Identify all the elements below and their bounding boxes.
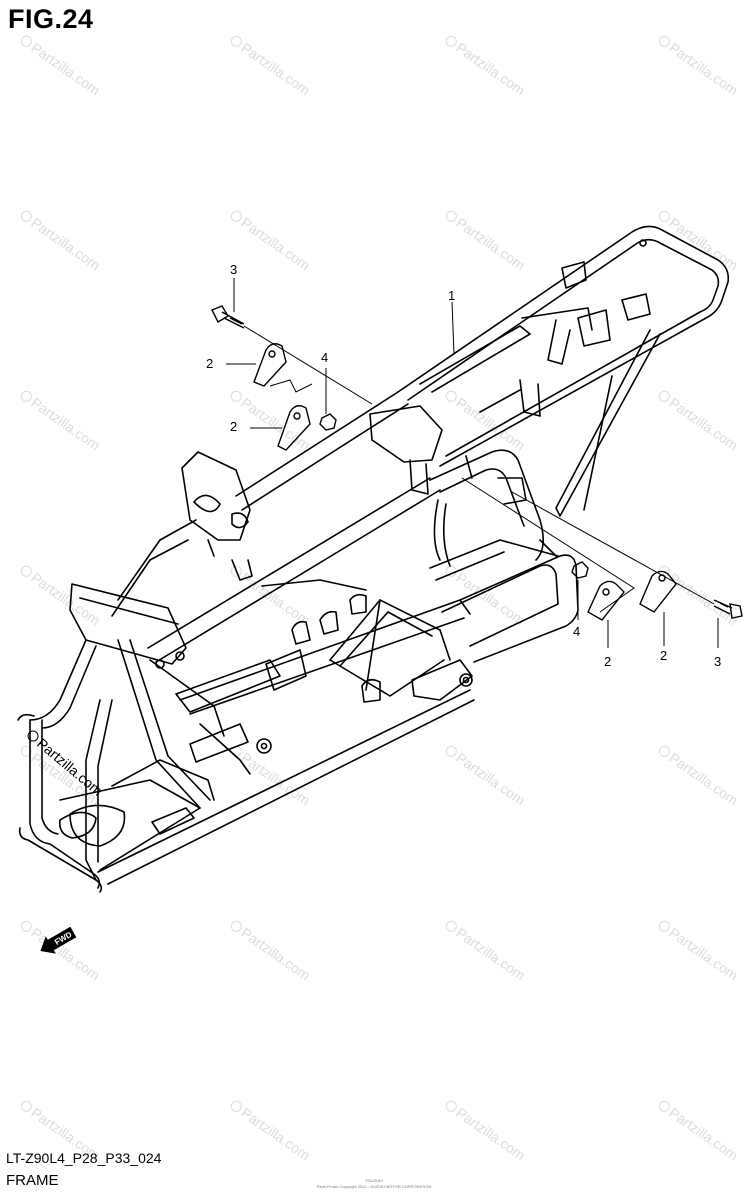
watermark-text: Partzilla.com [666, 749, 741, 808]
watermark-text: Partzilla.com [453, 1104, 528, 1163]
watermark-text: Partzilla.com [28, 39, 103, 98]
watermark-text: Partzilla.com [666, 1104, 741, 1163]
bolt-left [211, 305, 245, 329]
watermark-text: Partzilla.com [666, 394, 741, 453]
bolt-right [713, 599, 743, 619]
callout-4-nut-right: 4 [573, 624, 580, 639]
watermark-text: Partzilla.com [238, 924, 313, 983]
callout-2-bracket-left-lower: 2 [230, 419, 237, 434]
figure-code: LT-Z90L4_P28_P33_024 [6, 1150, 162, 1166]
nut-left [319, 413, 337, 431]
callout-3-bolt-right: 3 [714, 654, 721, 669]
watermark-text: Partzilla.com [28, 569, 103, 628]
callout-1-frame: 1 [448, 288, 455, 303]
watermark-text: Partzilla.com [238, 1104, 313, 1163]
watermark-text: Partzilla.com [238, 214, 313, 273]
bracket-left-upper [253, 343, 287, 387]
watermark-text: Partzilla.com [28, 394, 103, 453]
bracket-right-outer [639, 570, 677, 613]
watermark-text: Partzilla.com [453, 214, 528, 273]
watermark-text: Partzilla.com [238, 39, 313, 98]
watermark-text: Partzilla.com [666, 39, 741, 98]
watermark-text: Partzilla.com [453, 924, 528, 983]
watermark-text: Partzilla.com [666, 569, 741, 628]
frame-part-1 [17, 225, 730, 893]
figure-name: FRAME [6, 1172, 59, 1189]
copyright-line: Parts Finder Copyright 2012 - SUZUKI MOT… [316, 1184, 432, 1189]
bracket-left-lower [277, 405, 311, 451]
callout-2-bracket-left-upper: 2 [206, 356, 213, 371]
callout-2-bracket-right-outer: 2 [660, 648, 667, 663]
copyright-mark: ©SUZUKI [365, 1178, 383, 1183]
callout-4-nut-left: 4 [321, 350, 328, 365]
watermark-text: Partzilla.com [238, 569, 313, 628]
watermark-text: Partzilla.com [666, 214, 741, 273]
callout-3-bolt-left: 3 [230, 262, 237, 277]
figure-title: FIG.24 [8, 4, 94, 34]
leader-lines [226, 278, 719, 648]
watermark-text: Partzilla.com [28, 214, 103, 273]
watermark-text: Partzilla.com [453, 39, 528, 98]
callout-2-bracket-right-inner: 2 [604, 654, 611, 669]
watermark-text: Partzilla.com [666, 924, 741, 983]
watermark-text: Partzilla.com [238, 394, 313, 453]
bracket-right-inner [587, 580, 625, 621]
watermark-text: Partzilla.com [453, 749, 528, 808]
nut-right [571, 561, 589, 579]
